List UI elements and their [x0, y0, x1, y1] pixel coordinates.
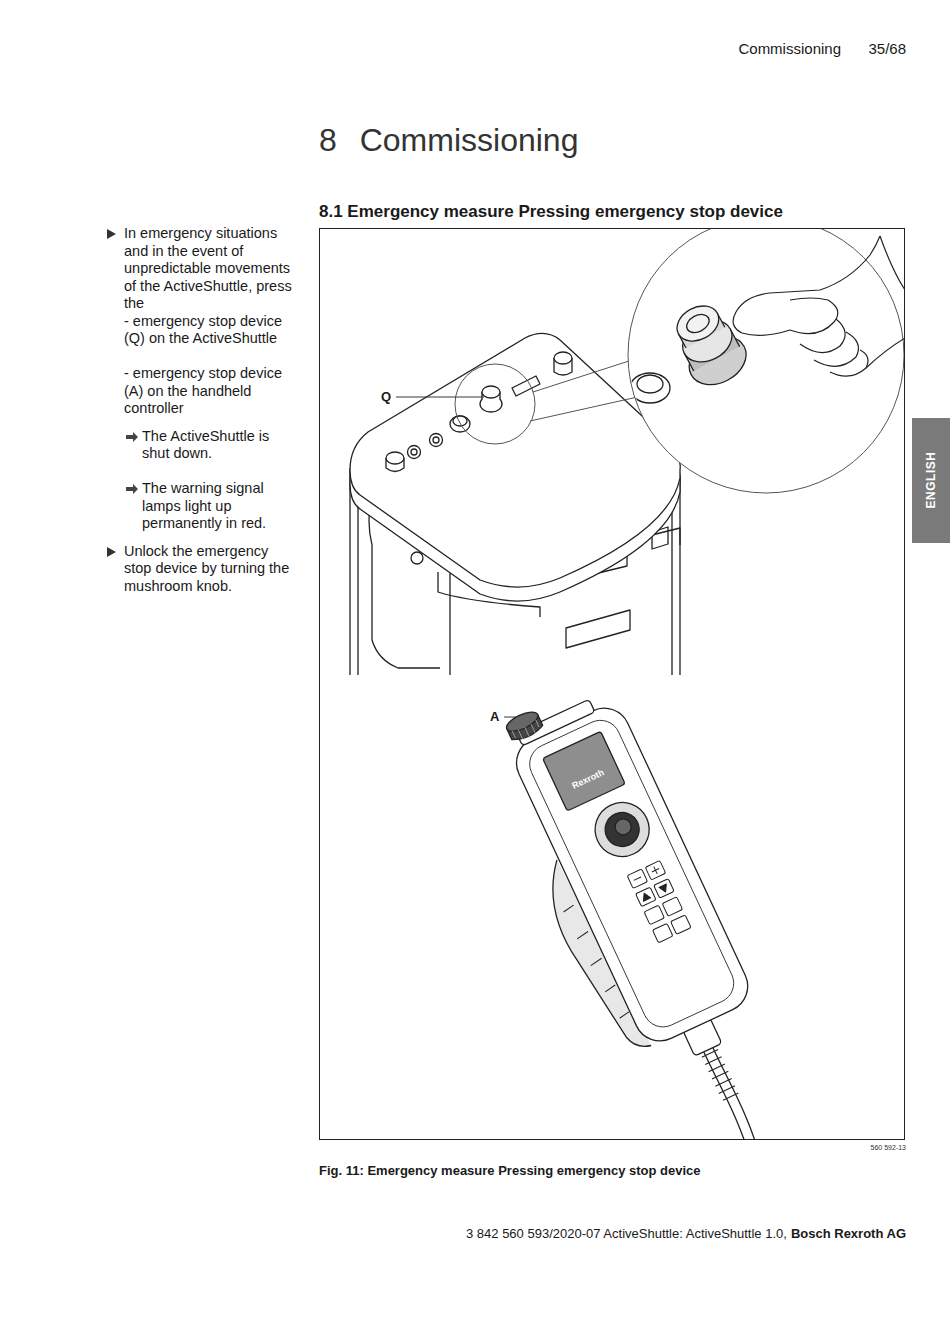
controller-face — [523, 714, 740, 1034]
instruction-text: Unlock the emergency stop device by turn… — [124, 543, 294, 596]
buttons — [654, 879, 674, 898]
language-tab — [912, 418, 950, 543]
knob-grip — [512, 720, 541, 744]
buttons — [636, 887, 656, 906]
result-text: The ActiveShuttle is shut down. — [142, 428, 294, 463]
callout-letter: Q — [381, 389, 391, 404]
buttons — [641, 892, 651, 902]
section-heading: 8.1 Emergency measure Pressing emergency… — [319, 202, 783, 222]
result-text: The warning signal lamps light up perman… — [142, 480, 294, 533]
hand — [733, 312, 790, 335]
footer-text: 3 842 560 593/2020-07 ActiveShuttle: Act… — [466, 1226, 787, 1241]
hand — [880, 236, 904, 290]
hand — [866, 338, 904, 368]
grip-notches — [563, 903, 630, 1021]
estop-large — [671, 299, 725, 348]
hand — [830, 350, 868, 376]
bullet-triangle — [106, 546, 120, 558]
buttons — [671, 915, 691, 934]
joystick-top — [612, 816, 633, 837]
hand — [733, 236, 904, 376]
top-button — [408, 446, 421, 459]
cable-ribs — [702, 1050, 739, 1101]
instruction-item: - emergency stop device (Q) on the Activ… — [124, 313, 294, 348]
page-number: 35/68 — [868, 40, 906, 57]
controller-body — [508, 700, 756, 1050]
hand — [800, 319, 845, 353]
instruction-text: In emergency situations and in the event… — [124, 225, 294, 313]
bullet-triangle — [107, 547, 116, 557]
instruction-item: - emergency stop device (A) on the handh… — [124, 365, 294, 418]
bullet-triangle — [107, 229, 116, 239]
hand — [736, 236, 880, 312]
shuttle-lamp — [411, 552, 423, 564]
result-arrow — [126, 431, 140, 443]
chapter-title: 8 Commissioning — [319, 122, 578, 159]
buttons — [632, 865, 661, 884]
top-cylinder — [386, 452, 404, 464]
grip-notches — [563, 903, 630, 1021]
header-chapter: Commissioning — [738, 40, 841, 57]
hand — [814, 332, 858, 366]
hand — [790, 298, 838, 334]
display — [543, 731, 626, 811]
estop-large — [664, 295, 755, 394]
buttons — [662, 897, 682, 916]
estop-neighbour — [637, 375, 663, 393]
callout-letter: A — [490, 709, 499, 724]
shuttle-drawing — [350, 229, 904, 675]
page-footer: 3 842 560 593/2020-07 ActiveShuttle: Act… — [466, 1226, 906, 1241]
figure-caption: Fig. 11: Emergency measure Pressing emer… — [319, 1163, 701, 1178]
result-arrow — [126, 432, 138, 442]
buttons — [659, 884, 669, 894]
cable-ribs — [702, 1050, 739, 1101]
top-button — [411, 449, 417, 455]
leader-line — [396, 397, 484, 398]
bullet-triangle — [106, 228, 120, 240]
joystick-ring — [586, 794, 658, 866]
cable — [700, 1046, 766, 1139]
language-tab-label: ENGLISH — [924, 452, 938, 509]
estop-large — [684, 311, 713, 336]
buttons — [627, 861, 691, 943]
controller-drawing — [471, 675, 820, 1139]
controller-drawing — [471, 675, 820, 1139]
estop-neighbour — [630, 373, 670, 403]
estop-q — [482, 386, 500, 398]
buttons — [644, 905, 664, 924]
detail-view — [628, 229, 904, 493]
top-button — [433, 437, 439, 443]
figure-number: 560 592-13 — [871, 1144, 906, 1151]
knob-a — [504, 708, 541, 735]
shuttle-window — [566, 610, 630, 648]
detail-circle — [455, 364, 535, 444]
footer-company: Bosch Rexroth AG — [791, 1226, 906, 1241]
top-button — [430, 434, 443, 447]
joystick — [600, 807, 645, 852]
detail-lines — [530, 360, 642, 421]
result-arrow — [126, 484, 138, 494]
top-estop — [453, 416, 467, 426]
result-arrow — [126, 483, 140, 495]
top-cylinder — [554, 352, 572, 364]
buttons — [653, 923, 673, 942]
